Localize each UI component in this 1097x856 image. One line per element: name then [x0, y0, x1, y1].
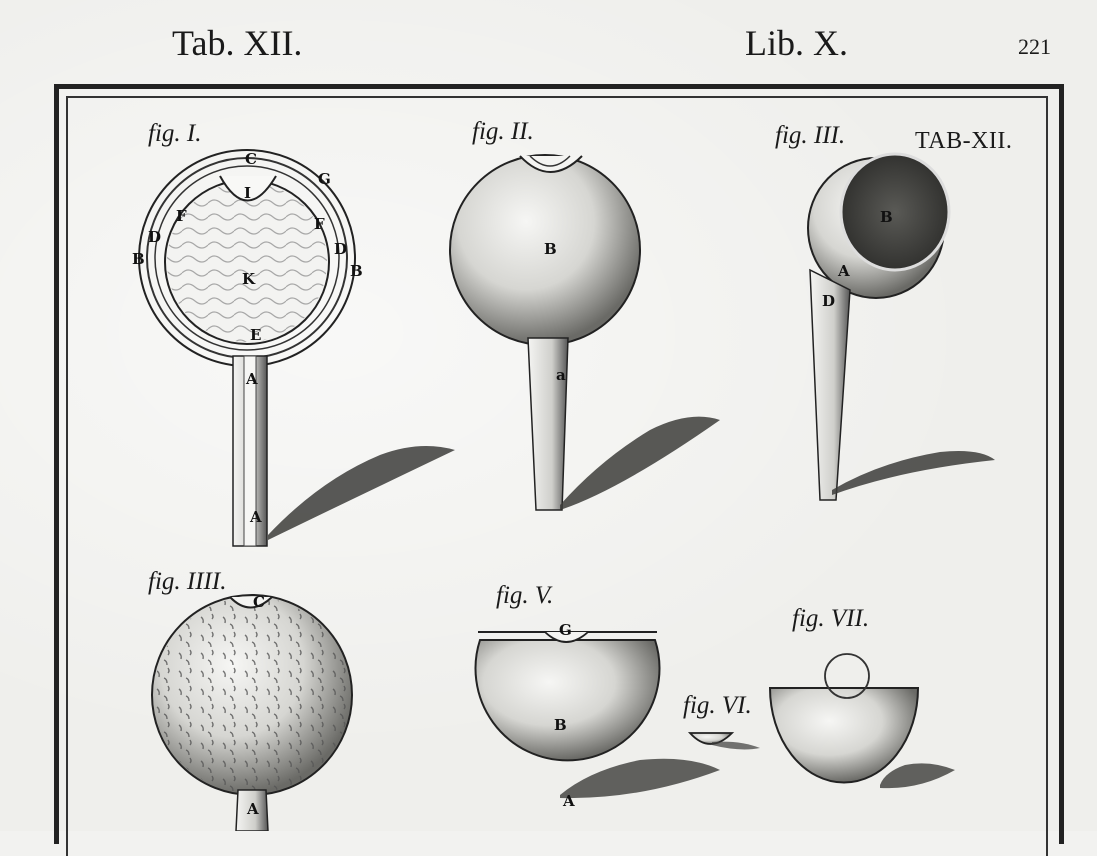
fig1-letter-d: D: [148, 228, 161, 246]
fig2-letter-b: B: [544, 240, 557, 258]
fig2-letter-a: a: [556, 366, 566, 384]
figure-7-drawing: [770, 654, 955, 788]
fig3-letter-a: A: [838, 262, 850, 280]
fig4-letter-a: A: [247, 800, 259, 818]
figure-6-drawing: [690, 733, 760, 749]
fig4-letter-c: C: [253, 593, 265, 611]
fig3-letter-d: D: [822, 292, 835, 310]
figure-1-label: fig. I.: [148, 120, 201, 148]
fig1-letter-c: C: [245, 150, 257, 168]
book-page: Tab. XII. Lib. X. 221: [0, 0, 1097, 831]
fig5-letter-a: A: [563, 792, 575, 810]
figure-7-label: fig. VII.: [792, 605, 869, 633]
figure-5-label: fig. V.: [496, 582, 553, 610]
figure-3-label: fig. III.: [775, 122, 845, 150]
plate-tab-label: TAB-XII.: [915, 128, 1012, 155]
fig1-letter-a-bottom: A: [250, 508, 262, 526]
fig3-letter-b: B: [880, 208, 893, 226]
fig1-letter-g: G: [318, 170, 331, 188]
figure-6-label: fig. VI.: [683, 692, 752, 720]
figure-4-drawing: [152, 595, 352, 831]
fig1-letter-f-right: F: [314, 215, 325, 233]
fig1-letter-b: B: [132, 250, 145, 268]
figure-2-label: fig. II.: [472, 118, 534, 146]
fig5-letter-g: G: [559, 621, 572, 639]
figure-3-drawing: [808, 154, 995, 500]
fig1-letter-f: F: [176, 207, 187, 225]
fig1-letter-k: K: [242, 270, 255, 288]
fig5-letter-b: B: [554, 716, 567, 734]
fig1-letter-b-right: B: [350, 262, 363, 280]
fig1-letter-d-right: D: [334, 240, 347, 258]
fig1-letter-e: E: [250, 326, 261, 344]
fig1-letter-a-top: A: [246, 370, 258, 388]
figure-4-label: fig. IIII.: [148, 568, 226, 596]
fig1-letter-i: I: [244, 184, 251, 202]
figure-2-drawing: [450, 155, 720, 510]
